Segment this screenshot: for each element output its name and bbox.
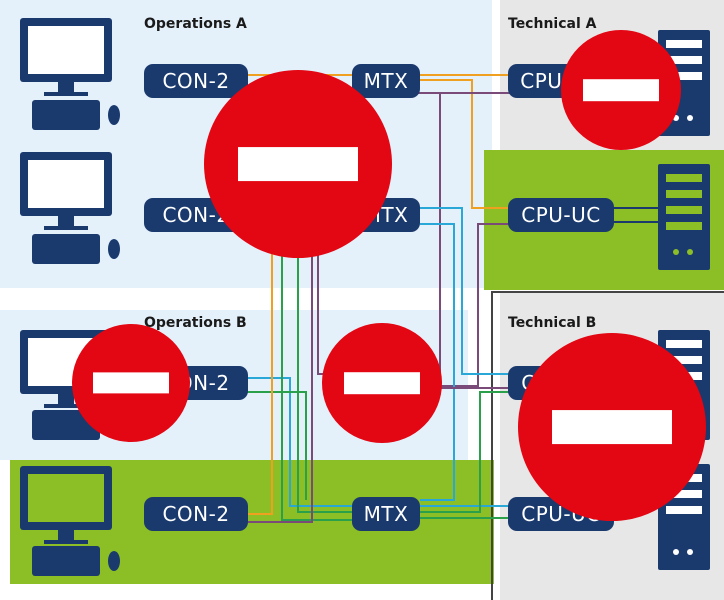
workstation-icon-row2 xyxy=(20,152,120,264)
no-entry-icon-technical-b xyxy=(518,333,706,521)
zone-label-operations-b: Operations B xyxy=(144,315,247,331)
link-orange-con2-row4 xyxy=(245,230,273,515)
con2-node-row4: CON-2 xyxy=(144,497,248,531)
no-entry-icon-center xyxy=(322,323,442,443)
technical-b-outline xyxy=(491,291,724,600)
link-green-vertical-a xyxy=(281,235,360,521)
zone-label-operations-a: Operations A xyxy=(144,16,247,32)
cpu-uc-node-row2: CPU-UC xyxy=(508,198,614,232)
no-entry-icon-large xyxy=(204,70,392,258)
link-green-vertical-b xyxy=(297,235,360,513)
link-purple-con2-row4 xyxy=(245,240,313,523)
link-cyan-mtx-cpu-row2 xyxy=(420,207,512,375)
server-icon-row2 xyxy=(658,164,710,270)
no-entry-icon-operations-b xyxy=(72,324,190,442)
zone-label-technical-a: Technical A xyxy=(508,16,597,32)
workstation-icon-row4 xyxy=(20,466,120,576)
link-purple-mtx-cpu-row1 xyxy=(418,92,512,387)
link-cyan-con2-row3 xyxy=(245,377,360,507)
zone-label-technical-b: Technical B xyxy=(508,315,597,331)
mtx-node-row1: MTX xyxy=(352,64,420,98)
con2-node-row1: CON-2 xyxy=(144,64,248,98)
link-green-vertical-c xyxy=(245,391,307,500)
mtx-node-row4: MTX xyxy=(352,497,420,531)
connection-lines xyxy=(245,74,660,523)
workstation-icon-row1 xyxy=(20,18,120,130)
link-orange-mtx-cpu-row2 xyxy=(420,79,512,209)
no-entry-icon-technical-a xyxy=(561,30,681,150)
link-cyan-mtx-row2-row4 xyxy=(420,223,455,501)
link-green-mtx4-cpu3 xyxy=(420,391,512,513)
